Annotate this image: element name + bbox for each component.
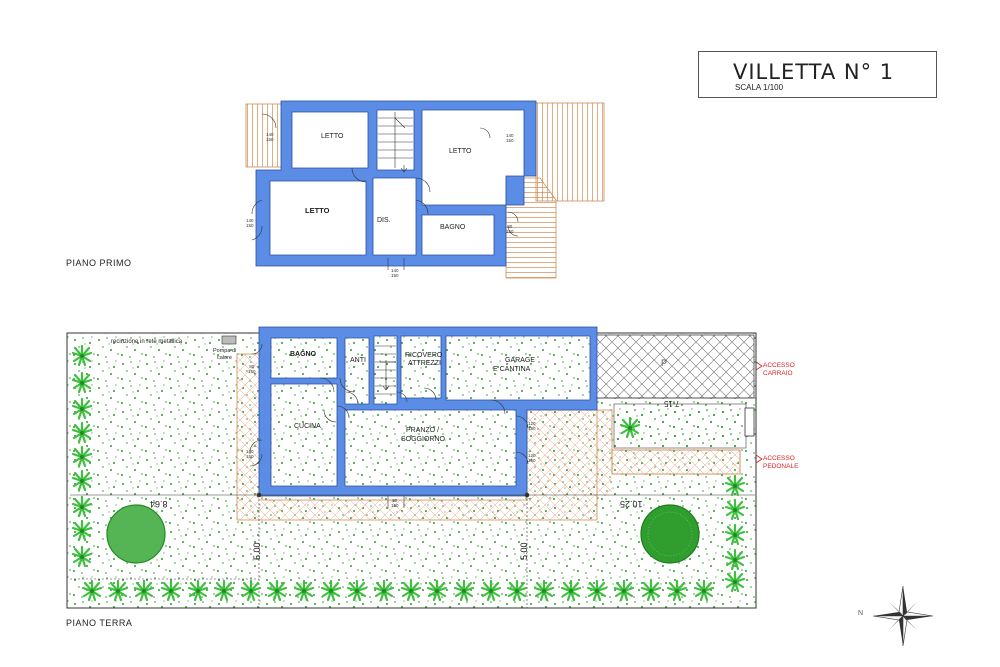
accesso-carraio-1: ACCESSO [763, 362, 795, 369]
access-markers [755, 361, 763, 464]
accesso-pedonale-2: PEDONALE [763, 463, 799, 470]
room-anti: ANTI [350, 357, 366, 364]
room-soggiorno: SOGGIORNO [401, 436, 445, 443]
first-floor-walls [255, 100, 537, 267]
pedestrian-path [611, 449, 741, 475]
ground-floor-plan [66, 326, 763, 609]
north-label: N [858, 610, 864, 617]
first-floor-stair [378, 112, 413, 173]
room-pranzo: PRANZO / [406, 427, 440, 434]
room-bagno-first: BAGNO [440, 224, 466, 231]
fence-note: recinzione in rete metallica [111, 339, 183, 345]
room-letto-b: LETTO [305, 206, 330, 215]
accesso-pedonale-1: ACCESSO [763, 455, 795, 462]
drawing-title: VILLETTA N° 1 [733, 60, 895, 84]
dim-500-b: 5.00 [519, 542, 529, 560]
north-compass-icon [872, 585, 934, 647]
dim-715: 7.15 [664, 399, 680, 408]
heat-pump-note-1: Pompa di [213, 348, 237, 354]
first-floor-doors [251, 113, 519, 270]
heat-pump [221, 335, 237, 345]
tree-left [106, 504, 166, 564]
driveway [590, 334, 755, 399]
dim-500-a: 5.00 [252, 542, 262, 560]
room-ricovero: RICOVERO [405, 352, 443, 359]
room-garage: GARAGE [505, 357, 535, 364]
ground-floor-walls [258, 326, 598, 497]
terrace-left [245, 103, 283, 168]
heat-pump-note-2: calore [217, 355, 232, 361]
dim-1025: 10.25 [620, 499, 643, 509]
section-title-first-floor: PIANO PRIMO [66, 258, 132, 268]
dim-864: 8.64 [150, 499, 168, 509]
paved-court [527, 410, 612, 496]
room-bagno-ground: BAGNO [290, 351, 317, 358]
parking-symbol: P [661, 358, 668, 368]
room-attrezzi: ATTREZZI [408, 360, 441, 367]
accesso-carraio-2: CARRAIO [763, 370, 793, 377]
ground-floor-doors [249, 343, 529, 508]
ground-floor-stair [375, 345, 396, 395]
tree-right [640, 504, 700, 564]
room-letto-a: LETTO [321, 133, 344, 140]
gate [744, 407, 755, 437]
terrace-right [535, 102, 605, 202]
title-block: VILLETTA N° 1 SCALA 1/100 [698, 51, 937, 98]
dimension-lines [70, 397, 756, 608]
first-floor-plan [245, 100, 605, 279]
drawing-scale: SCALA 1/100 [735, 83, 784, 92]
room-cantina: E CANTINA [493, 366, 531, 373]
section-title-ground-floor: PIANO TERRA [66, 618, 133, 628]
room-dis: DIS. [377, 217, 391, 224]
room-cucina: CUCINA [294, 423, 321, 430]
room-letto-c: LETTO [449, 148, 472, 155]
